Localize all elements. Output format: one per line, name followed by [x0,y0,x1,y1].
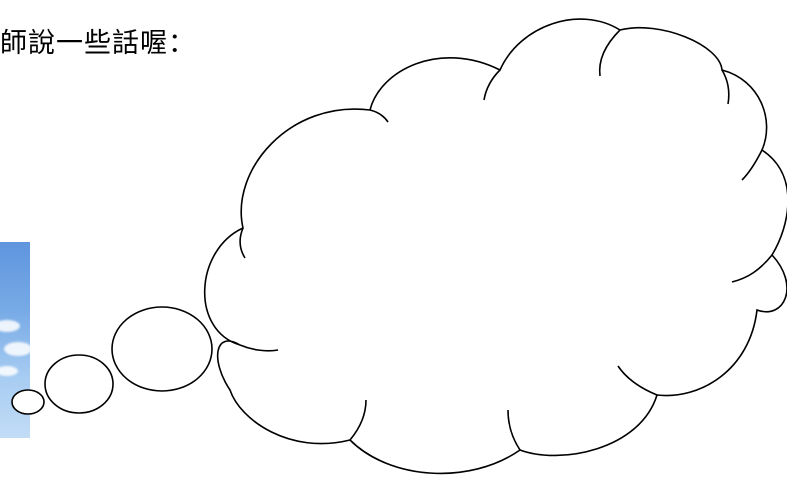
cloud-lobe-arc-7 [731,254,773,283]
cloud-lobe-arc-2 [369,109,389,123]
thought-dot-small [11,389,45,415]
prompt-heading: 老師說一些話喔： [0,28,196,59]
cloud-wisp-1 [0,320,20,332]
cloud-lobe-arc-1 [239,227,246,259]
cloud-lobe-arc-8 [617,365,658,396]
cloud-lobe-arc-3 [483,69,501,101]
cloud-lobe-arc-6 [741,149,763,181]
cloud-lobe-arc-5 [721,69,730,105]
thought-cloud-outline [203,18,787,475]
thought-dot-medium [44,354,114,414]
cloud-wisp-2 [4,342,30,356]
cloud-wisp-3 [0,366,18,376]
cloud-lobe-arc-10 [349,399,367,441]
cloud-lobe-arc-4 [598,29,621,77]
thought-dot-large [111,306,213,392]
cloud-lobe-arc-9 [507,409,521,451]
cloud-lobe-arc-11 [239,344,279,352]
